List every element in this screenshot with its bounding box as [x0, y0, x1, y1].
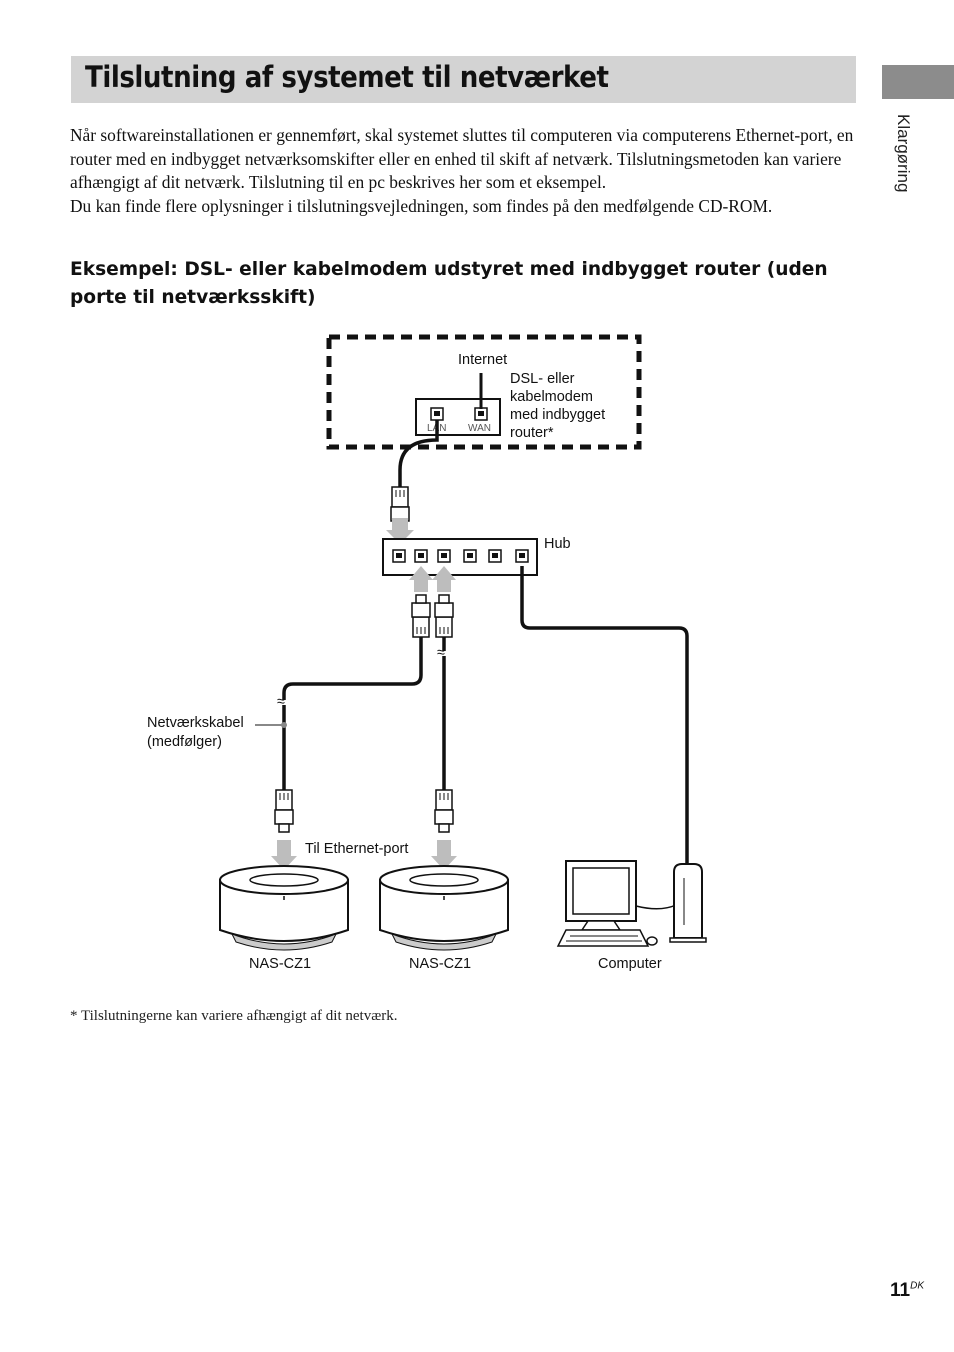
footnote: * Tilslutningerne kan variere afhængigt …: [70, 1008, 398, 1024]
nas-2-plug: [434, 789, 454, 833]
title-bar: Tilslutning af systemet til netværket: [71, 56, 856, 103]
cable-label-line-1: Netværkskabel: [147, 715, 244, 731]
hub-port-5: [488, 549, 502, 563]
ethernet-port-label: Til Ethernet-port: [305, 841, 408, 857]
router-label-line-4: router*: [510, 425, 554, 441]
cable-label-line-2: (medfølger): [147, 734, 222, 750]
router-label-line-1: DSL- eller: [510, 371, 575, 387]
cable-label-dot: [281, 722, 287, 728]
nas-2-label: NAS-CZ1: [409, 956, 471, 972]
nas-1-device: [219, 865, 349, 951]
intro-text: Når softwareinstallationen er gennemført…: [70, 124, 860, 219]
hub-box: [382, 538, 538, 576]
cable-to-nas-1: [282, 637, 423, 790]
internet-zone-box: [326, 334, 642, 450]
wan-port: [474, 407, 488, 421]
arrow-to-nas-2: [431, 840, 457, 870]
page-number-value: 11: [890, 1280, 911, 1301]
nas-2-device: [379, 865, 509, 951]
cable-break-1-mark: ≈: [277, 694, 285, 710]
cable-break-1: [278, 700, 290, 705]
nas-1-label: NAS-CZ1: [249, 956, 311, 972]
cable-to-computer: [520, 566, 689, 868]
computer-label: Computer: [598, 956, 662, 972]
computer-device: [556, 860, 707, 947]
arrow-into-hub-2: [432, 566, 456, 592]
cable-break-2-mark: ≈: [437, 645, 445, 661]
arrow-to-nas-1: [271, 840, 297, 870]
arrow-to-hub: [386, 518, 414, 544]
router-label-line-3: med indbygget: [510, 407, 605, 423]
lan-port: [430, 407, 444, 421]
nas-1-plug: [274, 789, 294, 833]
section-tab-marker: [882, 65, 954, 99]
section-side-label: Klargøring: [894, 114, 913, 193]
page-number-suffix: DK: [910, 1280, 924, 1292]
hub-label: Hub: [544, 536, 571, 552]
intro-paragraph-1: Når softwareinstallationen er gennemført…: [70, 125, 854, 193]
hub-port-4: [463, 549, 477, 563]
router-label-line-2: kabelmodem: [510, 389, 593, 405]
page-number: 11DK: [890, 1280, 924, 1302]
wan-port-label: WAN: [468, 423, 491, 434]
page-title: Tilslutning af systemet til netværket: [85, 60, 609, 94]
router-to-hub-cable: [398, 420, 439, 487]
internet-label: Internet: [458, 352, 507, 368]
hub-cable-plug-1: [411, 594, 431, 638]
intro-paragraph-2: Du kan finde flere oplysninger i tilslut…: [70, 196, 773, 217]
hub-port-6: [515, 549, 529, 563]
hub-port-2: [414, 549, 428, 563]
arrow-into-hub-1: [409, 566, 433, 592]
example-heading: Eksempel: DSL- eller kabelmodem udstyret…: [70, 259, 828, 308]
cable-break-2: [438, 651, 450, 656]
hub-cable-plug-2: [434, 594, 454, 638]
hub-port-3: [437, 549, 451, 563]
hub-port-1: [392, 549, 406, 563]
